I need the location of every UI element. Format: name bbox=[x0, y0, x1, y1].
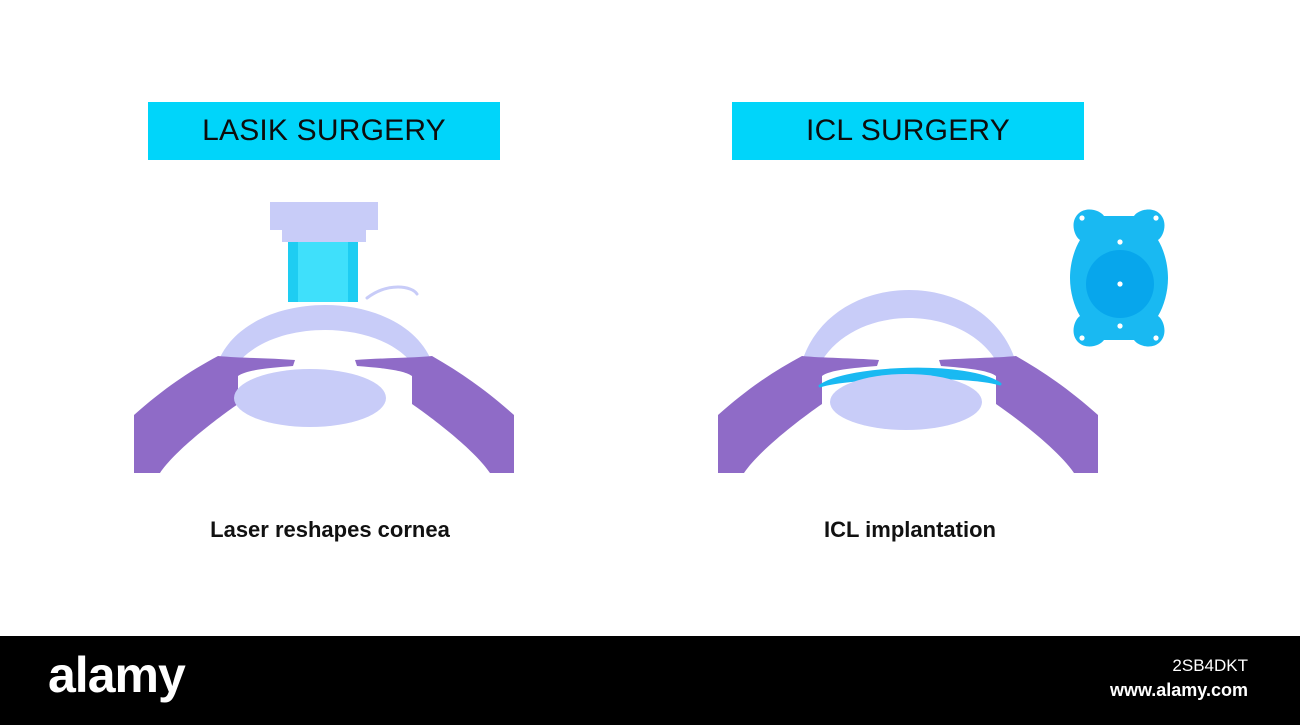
icl-eye-diagram bbox=[718, 209, 1168, 473]
icl-natural-lens bbox=[830, 374, 982, 430]
lasik-iris-right bbox=[355, 356, 514, 473]
icl-implant bbox=[1070, 209, 1168, 347]
icl-implant-hole-topright bbox=[1153, 215, 1159, 221]
lasik-corneal-flap bbox=[365, 285, 419, 300]
lasik-title: LASIK SURGERY bbox=[202, 114, 446, 147]
icl-implant-hole-bottom bbox=[1117, 323, 1123, 329]
laser-beam-highlight bbox=[298, 242, 348, 302]
icl-iris-left bbox=[718, 356, 879, 473]
lasik-lens bbox=[234, 369, 386, 427]
lasik-cornea bbox=[218, 305, 432, 372]
icl-cornea bbox=[802, 290, 1016, 372]
icl-caption: ICL implantation bbox=[824, 517, 996, 542]
icl-implant-hole-topleft bbox=[1079, 215, 1085, 221]
icl-title-banner: ICL SURGERY bbox=[732, 102, 1084, 160]
lasik-iris-left bbox=[134, 356, 295, 473]
icl-title: ICL SURGERY bbox=[806, 114, 1010, 147]
site-url: www.alamy.com bbox=[1109, 680, 1248, 700]
icl-implant-hole-bottomleft bbox=[1079, 335, 1085, 341]
alamy-logo: alamy bbox=[48, 647, 186, 703]
icl-implant-hole-top bbox=[1117, 239, 1123, 245]
lasik-caption: Laser reshapes cornea bbox=[210, 517, 450, 542]
lasik-title-banner: LASIK SURGERY bbox=[148, 102, 500, 160]
laser-device-neck bbox=[282, 230, 366, 242]
icl-iris-right bbox=[939, 356, 1098, 473]
lasik-eye-diagram bbox=[134, 202, 514, 473]
watermark-bar: alamy 2SB4DKT www.alamy.com bbox=[0, 636, 1300, 725]
icl-implant-hole-bottomright bbox=[1153, 335, 1159, 341]
image-id: 2SB4DKT bbox=[1172, 656, 1248, 675]
icl-implant-hole-center bbox=[1117, 281, 1123, 287]
laser-device-head bbox=[270, 202, 378, 230]
